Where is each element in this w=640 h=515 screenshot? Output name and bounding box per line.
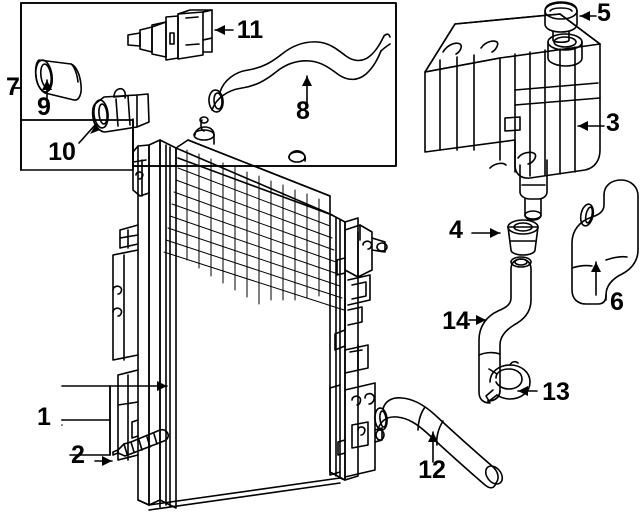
callout-label-6: 6 — [610, 288, 624, 316]
part-13-hose-clamp — [485, 360, 531, 402]
callout-label-2: 2 — [71, 441, 85, 469]
callout-label-8: 8 — [296, 97, 310, 125]
part-5-reservoir-cap — [544, 1, 578, 44]
part-1-radiator-assembly — [112, 116, 388, 511]
part-6-water-hose-bent — [571, 179, 639, 305]
part-11-temperature-sensor — [127, 9, 213, 61]
callout-label-4: 4 — [449, 216, 463, 244]
part-8-upper-radiator-hose — [208, 33, 391, 113]
callout-label-10: 10 — [48, 138, 76, 166]
callout-label-1: 1 — [37, 403, 51, 431]
part-3-reservoir-tank — [424, 13, 601, 221]
callout-label-12: 12 — [418, 456, 446, 484]
callout-label-7: 7 — [6, 73, 20, 101]
callout-labels: 1 2 3 4 5 6 7 8 9 10 11 12 13 14 — [6, 0, 624, 484]
callout-label-3: 3 — [606, 109, 620, 137]
part-4-reservoir-grommet — [507, 219, 539, 256]
callout-label-11: 11 — [237, 16, 264, 44]
callout-label-5: 5 — [597, 0, 611, 27]
callout-label-9: 9 — [37, 93, 51, 121]
callout-arrowheads — [42, 11, 601, 466]
part-14-water-bypass-hose — [478, 256, 532, 404]
callout-label-13: 13 — [542, 378, 570, 406]
callout-label-14: 14 — [442, 307, 470, 335]
